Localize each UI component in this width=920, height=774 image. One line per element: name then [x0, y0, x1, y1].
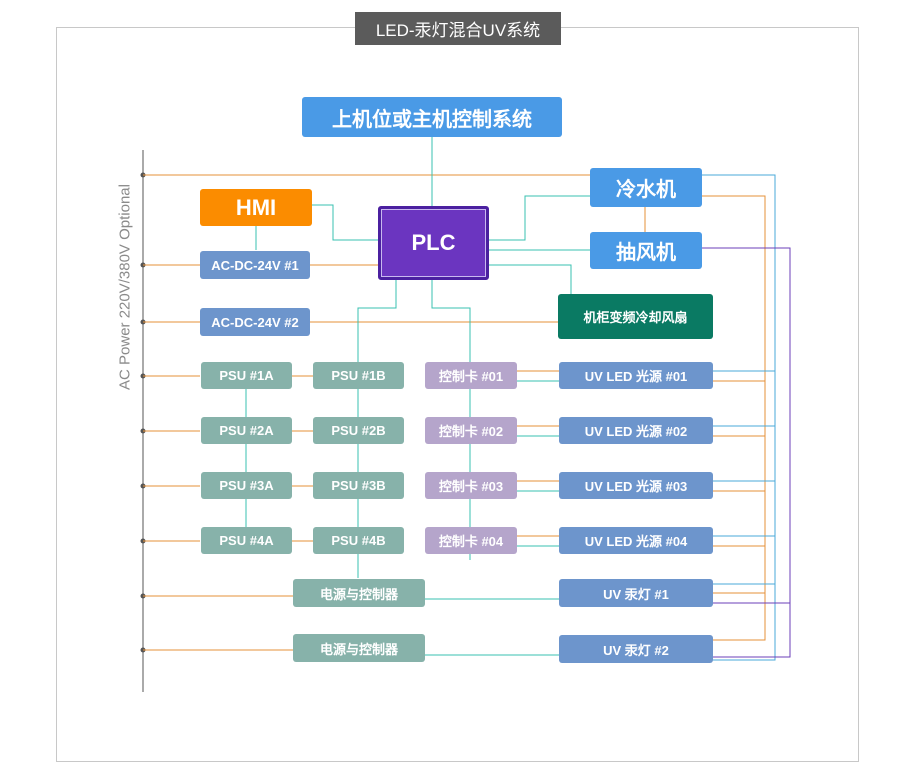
uv-mercury-lamp-1: UV 汞灯 #1	[559, 579, 713, 607]
host-control-system: 上机位或主机控制系统	[302, 97, 562, 137]
exhaust-fan-box: 抽风机	[590, 232, 702, 269]
fan-lines	[702, 247, 791, 658]
uv-led-03: UV LED 光源 #03	[559, 472, 713, 499]
diagram-title: LED-汞灯混合UV系统	[355, 12, 561, 45]
psu-2a: PSU #2A	[201, 417, 292, 444]
uv-led-02: UV LED 光源 #02	[559, 417, 713, 444]
psu-4a: PSU #4A	[201, 527, 292, 554]
control-card-03: 控制卡 #03	[425, 472, 517, 499]
psu-4b: PSU #4B	[313, 527, 404, 554]
psu-1b: PSU #1B	[313, 362, 404, 389]
psu-3a: PSU #3A	[201, 472, 292, 499]
power-controller-2: 电源与控制器	[293, 634, 425, 662]
hmi-box: HMI	[200, 189, 312, 226]
uv-mercury-lamp-2: UV 汞灯 #2	[559, 635, 713, 663]
power-lines	[143, 174, 766, 651]
plc-box: PLC	[378, 206, 489, 280]
chiller-box: 冷水机	[590, 168, 702, 207]
control-card-04: 控制卡 #04	[425, 527, 517, 554]
uv-led-01: UV LED 光源 #01	[559, 362, 713, 389]
control-card-01: 控制卡 #01	[425, 362, 517, 389]
power-controller-1: 电源与控制器	[293, 579, 425, 607]
uv-led-04: UV LED 光源 #04	[559, 527, 713, 554]
acdc-1: AC-DC-24V #1	[200, 251, 310, 279]
cabinet-fan-box: 机柜变频冷却风扇	[558, 294, 713, 339]
psu-3b: PSU #3B	[313, 472, 404, 499]
acdc-2: AC-DC-24V #2	[200, 308, 310, 336]
psu-2b: PSU #2B	[313, 417, 404, 444]
psu-1a: PSU #1A	[201, 362, 292, 389]
ac-power-label: AC Power 220V/380V Optional	[116, 184, 134, 390]
control-card-02: 控制卡 #02	[425, 417, 517, 444]
